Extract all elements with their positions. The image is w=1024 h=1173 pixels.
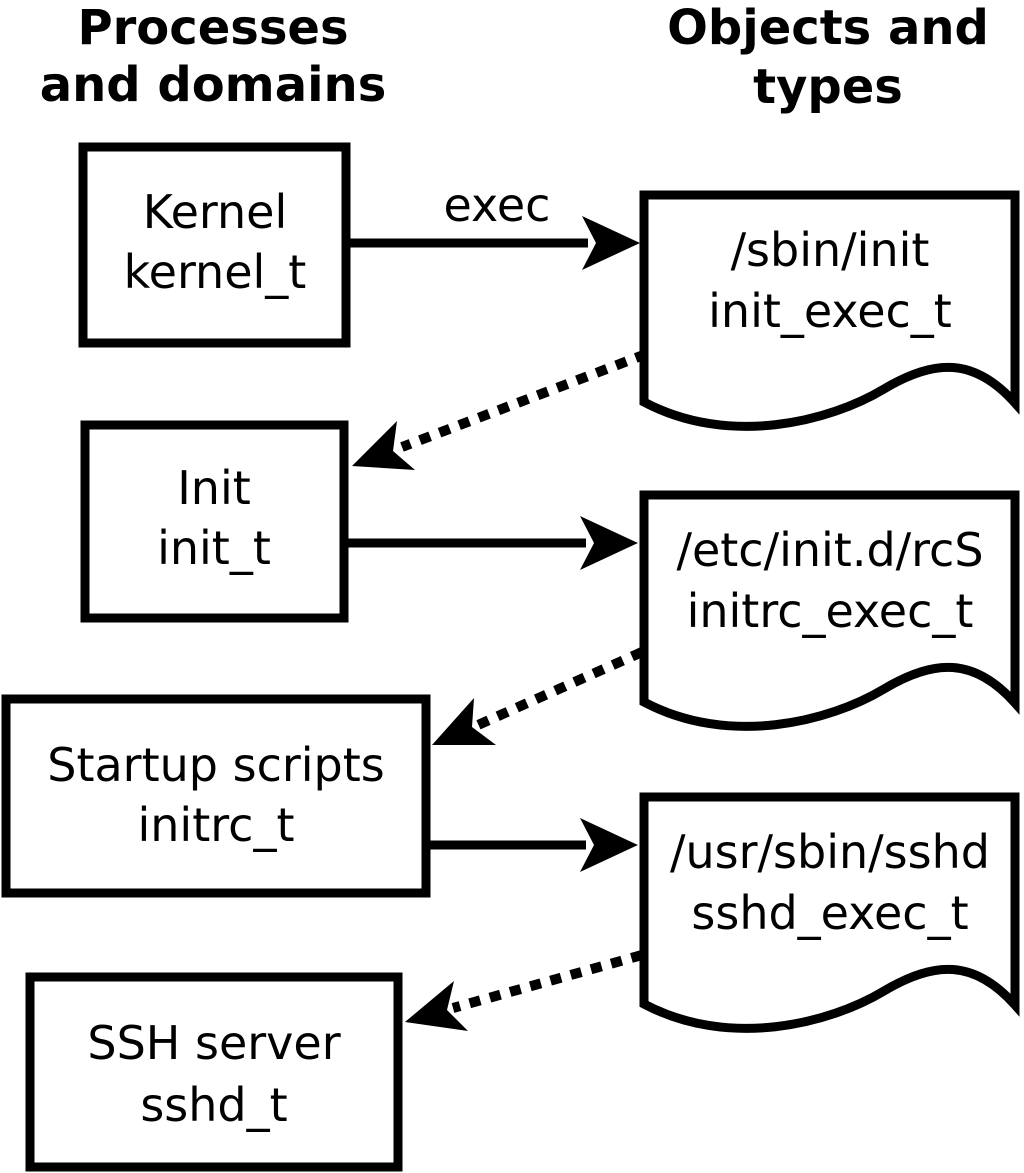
exec-arrow-3-arrowhead-icon — [580, 818, 638, 872]
transition-arrow-2-line — [475, 647, 645, 730]
header-processes-line2: and domains — [40, 57, 387, 113]
transition-arrow-3-arrowhead-icon — [405, 981, 468, 1031]
transition-arrow-1-line — [400, 349, 648, 452]
transition-arrow-2-arrowhead-icon — [432, 698, 496, 745]
usr-sbin-sshd-doc-path: /usr/sbin/sshd — [670, 825, 990, 879]
startup-scripts-box-domain: initrc_t — [138, 798, 295, 852]
object-doc-usr-sbin-sshd: /usr/sbin/sshd sshd_exec_t — [639, 792, 1020, 1033]
init-box-rect — [80, 420, 349, 623]
usr-sbin-sshd-doc-type: sshd_exec_t — [691, 886, 968, 940]
exec-arrow-kernel-to-init: exec — [348, 178, 640, 270]
header-objects-line1: Objects and — [667, 0, 989, 56]
transition-arrow-to-sshd — [405, 950, 644, 1031]
transition-arrow-1-arrowhead-icon — [352, 421, 415, 470]
process-box-startup-scripts: Startup scripts initrc_t — [1, 694, 431, 898]
sbin-init-doc-path: /sbin/init — [731, 223, 930, 277]
object-doc-etc-initd-rcs: /etc/init.d/rcS initrc_exec_t — [639, 490, 1020, 731]
ssh-server-box-rect — [25, 972, 403, 1172]
startup-scripts-box-name: Startup scripts — [47, 738, 385, 792]
ssh-server-box-name: SSH server — [87, 1016, 340, 1070]
startup-scripts-box-rect — [1, 694, 431, 898]
ssh-server-box-domain: sshd_t — [140, 1078, 287, 1132]
etc-initd-rcs-doc-path: /etc/init.d/rcS — [676, 523, 983, 577]
etc-initd-rcs-doc-shape — [639, 490, 1020, 731]
usr-sbin-sshd-doc-shape — [639, 792, 1020, 1033]
kernel-box-rect — [78, 142, 351, 348]
process-box-kernel: Kernel kernel_t — [78, 142, 351, 348]
exec-arrow-initrc-to-sshd — [428, 818, 638, 872]
transition-arrow-to-initrc — [432, 647, 645, 745]
header-processes-line1: Processes — [77, 0, 348, 56]
transition-arrow-to-init — [352, 349, 648, 470]
exec-arrow-1-arrowhead-icon — [582, 216, 640, 270]
process-box-init: Init init_t — [80, 420, 349, 623]
init-box-domain: init_t — [157, 521, 271, 575]
kernel-box-name: Kernel — [143, 185, 288, 239]
process-box-ssh-server: SSH server sshd_t — [25, 972, 403, 1172]
exec-arrow-init-to-rcs — [346, 516, 638, 570]
transition-arrow-3-line — [451, 950, 644, 1013]
sbin-init-doc-type: init_exec_t — [708, 284, 952, 338]
sbin-init-doc-shape — [639, 190, 1020, 431]
object-doc-sbin-init: /sbin/init init_exec_t — [639, 190, 1020, 431]
etc-initd-rcs-doc-type: initrc_exec_t — [687, 584, 974, 638]
exec-arrow-label: exec — [444, 178, 551, 232]
column-header-objects: Objects and types — [667, 0, 989, 115]
column-header-processes: Processes and domains — [40, 0, 387, 113]
header-objects-line2: types — [753, 59, 903, 115]
init-box-name: Init — [177, 461, 251, 515]
exec-arrow-2-arrowhead-icon — [580, 516, 638, 570]
kernel-box-domain: kernel_t — [124, 245, 307, 299]
